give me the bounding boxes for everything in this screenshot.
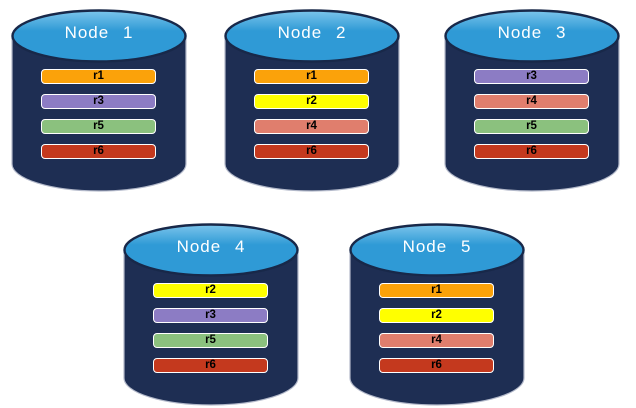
node-title: Node 3 xyxy=(497,23,567,42)
replica-list: r2 r3 r5 r6 xyxy=(153,283,268,373)
node-title: Node 1 xyxy=(64,23,134,42)
replica-list: r1 r2 r4 r6 xyxy=(254,69,369,159)
replica-bar: r1 xyxy=(379,283,494,298)
replica-bar: r6 xyxy=(41,144,156,159)
db-node: Node 4 r2 r3 r5 r6 xyxy=(122,222,300,408)
replica-bar: r5 xyxy=(41,119,156,134)
replica-bar: r3 xyxy=(41,94,156,109)
node-title: Node 4 xyxy=(176,237,246,256)
db-node: Node 3 r3 r4 r5 r6 xyxy=(443,8,621,194)
replica-bar: r2 xyxy=(379,308,494,323)
replica-list: r1 r2 r4 r6 xyxy=(379,283,494,373)
replica-list: r3 r4 r5 r6 xyxy=(474,69,589,159)
db-node: Node 1 r1 r3 r5 r6 xyxy=(10,8,188,194)
replica-bar: r3 xyxy=(153,308,268,323)
replica-bar: r2 xyxy=(254,94,369,109)
replica-bar: r5 xyxy=(153,333,268,348)
replica-bar: r6 xyxy=(254,144,369,159)
replica-bar: r6 xyxy=(153,358,268,373)
replica-bar: r2 xyxy=(153,283,268,298)
replica-bar: r4 xyxy=(474,94,589,109)
replica-bar: r6 xyxy=(474,144,589,159)
node-title: Node 2 xyxy=(277,23,347,42)
replica-bar: r5 xyxy=(474,119,589,134)
replica-bar: r6 xyxy=(379,358,494,373)
replica-bar: r1 xyxy=(41,69,156,84)
replica-bar: r3 xyxy=(474,69,589,84)
node-title: Node 5 xyxy=(402,237,472,256)
db-node: Node 5 r1 r2 r4 r6 xyxy=(348,222,526,408)
replica-bar: r4 xyxy=(254,119,369,134)
db-node: Node 2 r1 r2 r4 r6 xyxy=(223,8,401,194)
replica-bar: r4 xyxy=(379,333,494,348)
replica-list: r1 r3 r5 r6 xyxy=(41,69,156,159)
replica-bar: r1 xyxy=(254,69,369,84)
